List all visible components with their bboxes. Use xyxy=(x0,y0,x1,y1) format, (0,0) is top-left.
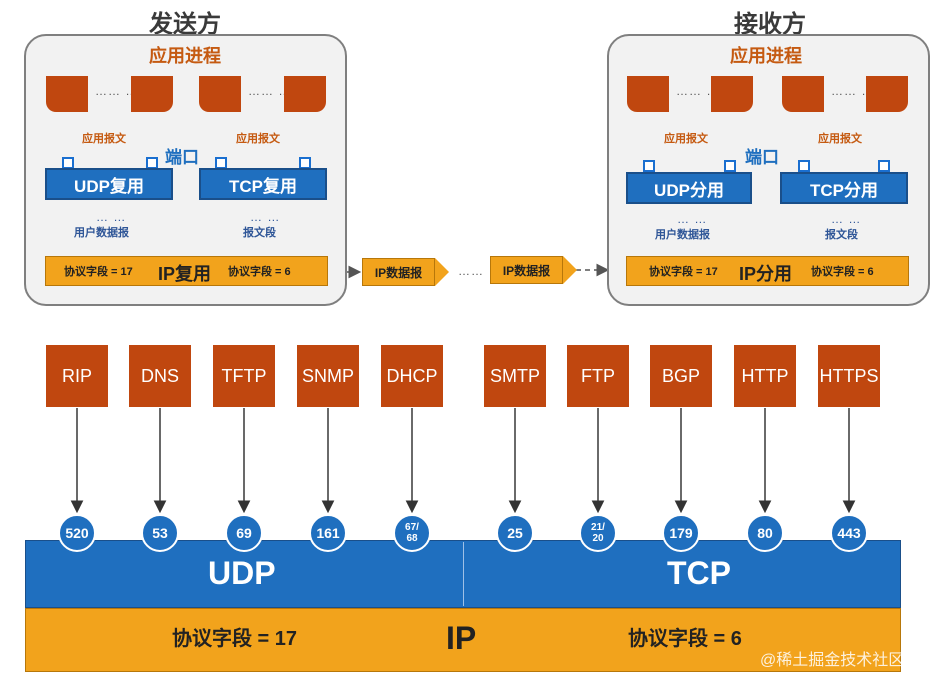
receiver-app-doc-1 xyxy=(627,76,669,112)
port-circle-80: 80 xyxy=(746,514,784,552)
ip-band-proto-udp: 协议字段 = 17 xyxy=(172,628,298,650)
port-circle-67-68: 67/ 68 xyxy=(393,514,431,552)
packet-1-arrowhead xyxy=(435,258,449,286)
ip-datagram-packet-1: IP数据报 xyxy=(362,258,435,286)
receiver-app-message-right: 应用报文 xyxy=(818,133,862,145)
receiver-port-dot-3 xyxy=(798,160,810,172)
port-circle-53: 53 xyxy=(141,514,179,552)
udp-tcp-divider xyxy=(463,542,464,606)
receiver-proto-udp: 协议字段 = 17 xyxy=(649,266,718,278)
receiver-port-dot-1 xyxy=(643,160,655,172)
sender-proto-udp: 协议字段 = 17 xyxy=(64,266,133,278)
port-circle-179: 179 xyxy=(662,514,700,552)
sender-app-message-right: 应用报文 xyxy=(236,133,280,145)
sender-ip-mux: 协议字段 = 17 IP复用 协议字段 = 6 xyxy=(45,256,328,286)
tcp-band-label: TCP xyxy=(667,555,731,591)
port-circle-25: 25 xyxy=(496,514,534,552)
protocol-smtp: SMTP xyxy=(484,345,546,407)
sender-ip-label: IP复用 xyxy=(158,264,212,284)
sender-app-doc-2 xyxy=(131,76,173,112)
ip-datagram-packet-2: IP数据报 xyxy=(490,256,563,284)
receiver-ip-label: IP分用 xyxy=(739,264,793,284)
protocol-tftp: TFTP xyxy=(213,345,275,407)
receiver-app-message-left: 应用报文 xyxy=(664,133,708,145)
port-circle-443: 443 xyxy=(830,514,868,552)
protocol-snmp: SNMP xyxy=(297,345,359,407)
protocol-rip: RIP xyxy=(46,345,108,407)
sender-app-doc-1 xyxy=(46,76,88,112)
port-circle-21-20: 21/ 20 xyxy=(579,514,617,552)
receiver-user-datagram: 用户数据报 xyxy=(655,229,710,241)
ip-band-proto-tcp: 协议字段 = 6 xyxy=(628,628,742,650)
receiver-tcp-dots: … … xyxy=(831,212,862,226)
sender-tcp-mux: TCP复用 xyxy=(199,168,327,200)
sender-title: 发送方 xyxy=(149,11,221,38)
port-circle-69: 69 xyxy=(225,514,263,552)
receiver-segment: 报文段 xyxy=(825,229,858,241)
port-circle-161: 161 xyxy=(309,514,347,552)
ip-band-label: IP xyxy=(446,620,477,656)
packet-2-arrowhead xyxy=(563,256,577,284)
sender-udp-mux: UDP复用 xyxy=(45,168,173,200)
receiver-app-doc-2 xyxy=(711,76,753,112)
udp-band-label: UDP xyxy=(208,555,276,591)
protocol-http: HTTP xyxy=(734,345,796,407)
packet-dots: …… xyxy=(458,264,484,278)
receiver-proto-tcp: 协议字段 = 6 xyxy=(811,266,874,278)
protocol-dhcp: DHCP xyxy=(381,345,443,407)
protocol-https: HTTPS xyxy=(818,345,880,407)
watermark: @稀土掘金技术社区 xyxy=(760,652,905,669)
sender-app-process: 应用进程 xyxy=(149,46,221,66)
sender-app-message-left: 应用报文 xyxy=(82,133,126,145)
receiver-tcp-demux: TCP分用 xyxy=(780,172,908,204)
sender-app-doc-3 xyxy=(199,76,241,112)
sender-tcp-dots: … … xyxy=(250,210,281,224)
protocol-ftp: FTP xyxy=(567,345,629,407)
protocol-dns: DNS xyxy=(129,345,191,407)
receiver-app-doc-4 xyxy=(866,76,908,112)
sender-port-label: 端口 xyxy=(165,148,199,167)
receiver-app-doc-3 xyxy=(782,76,824,112)
receiver-title: 接收方 xyxy=(734,11,806,38)
receiver-udp-demux: UDP分用 xyxy=(626,172,752,204)
receiver-udp-dots: … … xyxy=(677,212,708,226)
sender-segment: 报文段 xyxy=(243,227,276,239)
receiver-port-label: 端口 xyxy=(745,148,779,167)
receiver-port-dot-2 xyxy=(724,160,736,172)
receiver-ip-demux: 协议字段 = 17 IP分用 协议字段 = 6 xyxy=(626,256,909,286)
sender-proto-tcp: 协议字段 = 6 xyxy=(228,266,291,278)
receiver-port-dot-4 xyxy=(878,160,890,172)
receiver-app-process: 应用进程 xyxy=(730,46,802,66)
sender-app-doc-4 xyxy=(284,76,326,112)
network-layer-band xyxy=(25,608,901,672)
protocol-bgp: BGP xyxy=(650,345,712,407)
port-circle-520: 520 xyxy=(58,514,96,552)
sender-user-datagram: 用户数据报 xyxy=(74,227,129,239)
sender-udp-dots: … … xyxy=(96,210,127,224)
